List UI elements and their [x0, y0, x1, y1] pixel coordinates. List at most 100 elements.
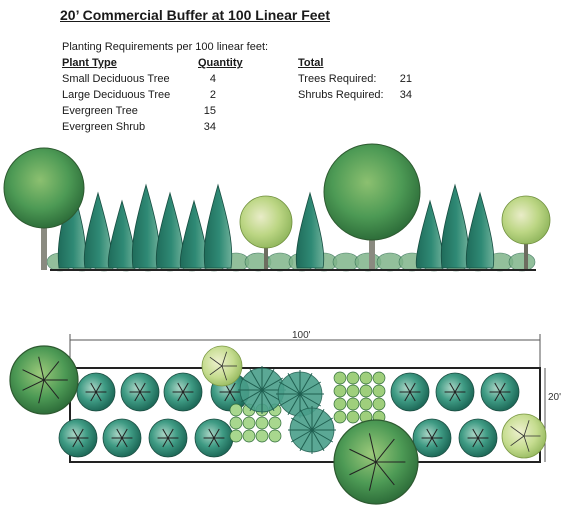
shrub-branch	[95, 382, 102, 393]
shrub-branch	[77, 437, 84, 448]
evergreen-needle	[261, 368, 275, 391]
quantity-cell: 34	[203, 121, 216, 133]
total-label: Shrubs Required:	[298, 89, 384, 101]
tree-branch	[523, 420, 530, 437]
shrub-branch	[499, 382, 506, 393]
evergreen-needle	[261, 389, 275, 412]
header-quantity: Quantity	[198, 57, 243, 69]
evergreen-tree-plan	[242, 429, 256, 443]
evergreen-tree-elevation	[83, 191, 113, 269]
evergreen-needle	[299, 381, 322, 395]
evergreen-tree-plan	[346, 384, 360, 398]
large-deciduous-tree-elevation	[3, 147, 85, 229]
shrub-branch	[426, 428, 433, 439]
shrub-branch	[90, 391, 97, 402]
buffer-elevation-sketch	[3, 143, 551, 272]
shrub-branch	[121, 428, 128, 439]
page-title: 20’ Commercial Buffer at 100 Linear Feet	[60, 7, 330, 23]
evergreen-needle	[311, 417, 334, 431]
tree-branch	[209, 365, 223, 376]
evergreen-tree-plan	[229, 416, 243, 430]
evergreen-tree-plan	[359, 397, 373, 411]
shrub-branch	[139, 382, 146, 393]
shrub-branch	[449, 391, 456, 402]
shrub-branch	[213, 428, 220, 439]
evergreen-tree-plan	[359, 384, 373, 398]
evergreen-shrub-elevation	[508, 252, 536, 272]
shrub-branch	[409, 391, 416, 402]
tree-branch	[375, 461, 395, 486]
shrub-branch	[229, 382, 236, 393]
evergreen-needle	[287, 393, 301, 416]
tree-branch	[22, 379, 45, 391]
evergreen-tree-plan	[372, 384, 386, 398]
evergreen-tree-plan	[372, 371, 386, 385]
tree-branch	[221, 365, 228, 381]
tree-branch	[510, 435, 525, 447]
shrub-branch	[224, 391, 231, 402]
shrub-branch	[404, 391, 411, 402]
shrub-branch	[121, 437, 128, 448]
evergreen-tree-elevation	[131, 183, 161, 269]
shrub-branch	[494, 391, 501, 402]
evergreen-needle	[290, 417, 313, 431]
plant-type-cell: Small Deciduous Tree	[62, 73, 170, 85]
evergreen-tree-elevation	[415, 199, 445, 269]
evergreen-tree-elevation	[179, 199, 209, 269]
tree-branch	[349, 448, 377, 463]
buffer-plan-sketch: 100' 20'	[9, 330, 561, 505]
total-value: 21	[399, 73, 412, 85]
evergreen-tree-plan	[229, 429, 243, 443]
evergreen-needle	[311, 429, 334, 443]
evergreen-tree-elevation	[295, 191, 325, 269]
shrub-branch	[208, 437, 215, 448]
small-deciduous-tree-elevation	[239, 195, 293, 249]
total-label: Trees Required:	[298, 73, 377, 85]
evergreen-tree-plan	[333, 410, 347, 424]
tree-trunk	[41, 208, 47, 270]
tree-branch	[368, 461, 377, 491]
shrub-branch	[229, 391, 236, 402]
evergreen-needle	[249, 389, 263, 412]
header-plant-type: Plant Type	[62, 57, 117, 69]
shrub-branch	[477, 428, 484, 439]
tree-branch	[43, 361, 60, 381]
shrub-branch	[116, 437, 123, 448]
header-total: Total	[298, 57, 324, 69]
shrub-branch	[134, 391, 141, 402]
evergreen-needle	[299, 393, 322, 407]
evergreen-tree-plan	[359, 371, 373, 385]
evergreen-tree-plan	[333, 397, 347, 411]
total-value: 34	[399, 89, 412, 101]
evergreen-needle	[290, 429, 313, 443]
shrub-branch	[177, 391, 184, 402]
tree-branch	[38, 379, 45, 404]
tree-trunk	[369, 212, 375, 270]
small-deciduous-tree-elevation	[501, 195, 551, 245]
quantity-cell: 4	[209, 73, 216, 85]
shrub-branch	[182, 382, 189, 393]
evergreen-needle	[299, 408, 313, 431]
quantity-cell: 2	[209, 89, 216, 101]
tree-branch	[22, 369, 45, 381]
shrub-branch	[431, 437, 438, 448]
shrub-branch	[77, 428, 84, 439]
buffer-outline	[69, 367, 541, 463]
shrub-branch	[449, 382, 456, 393]
evergreen-tree-plan	[333, 384, 347, 398]
evergreen-needle	[249, 368, 263, 391]
shrub-branch	[499, 391, 506, 402]
shrub-branch	[177, 382, 184, 393]
shrub-branch	[162, 437, 169, 448]
shrub-branch	[472, 428, 479, 439]
shrub-branch	[72, 428, 79, 439]
shrub-branch	[213, 437, 220, 448]
shrub-branch	[409, 382, 416, 393]
shrub-branch	[95, 391, 102, 402]
shrub-branch	[494, 382, 501, 393]
evergreen-needle	[261, 377, 284, 391]
plant-type-cell: Large Deciduous Tree	[62, 89, 171, 101]
shrub-branch	[404, 382, 411, 393]
length-dimension-label: 100'	[292, 330, 311, 341]
evergreen-tree-elevation	[155, 191, 185, 269]
